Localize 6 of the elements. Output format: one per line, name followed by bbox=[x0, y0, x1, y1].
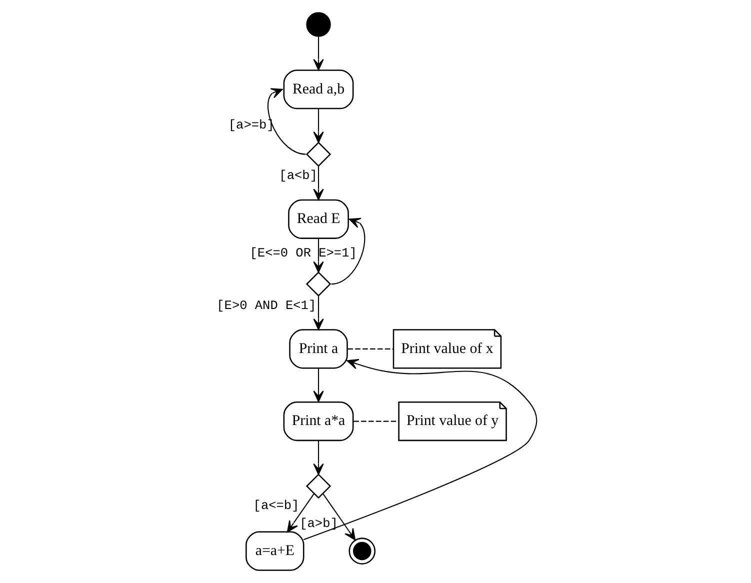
edge-label: [a>=b] bbox=[228, 118, 274, 133]
edge-label: [E>0 AND E<1] bbox=[216, 298, 316, 313]
edge-label: [a>b] bbox=[300, 516, 338, 531]
edge-label: [a<=b] bbox=[253, 498, 300, 514]
edge-label: [E<=0 OR E>=1] bbox=[250, 245, 357, 260]
edge-label: [a<b] bbox=[279, 168, 318, 184]
